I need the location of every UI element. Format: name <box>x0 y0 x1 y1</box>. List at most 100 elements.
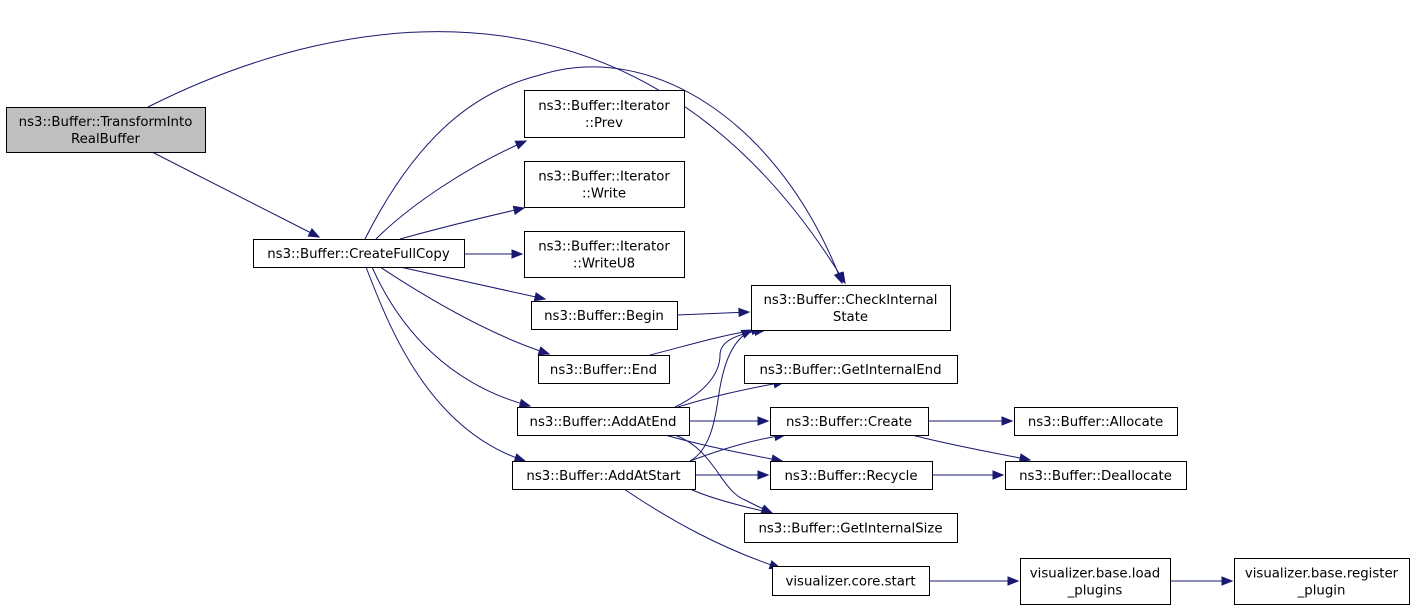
edge-create-to-deallocate <box>911 434 1032 463</box>
node-label: RealBuffer <box>71 132 141 147</box>
node-box[interactable] <box>770 461 933 490</box>
node-box[interactable] <box>772 566 930 596</box>
edge-vizstart-to-vizload <box>929 576 1020 586</box>
edge-addatstart-to-getinternalsize <box>689 488 774 516</box>
node-recycle[interactable]: ns3::Buffer::Recycle <box>770 461 933 490</box>
node-box[interactable] <box>538 355 670 384</box>
node-iterwriteu8[interactable]: ns3::Buffer::Iterator::WriteU8 <box>524 231 685 278</box>
node-create[interactable]: ns3::Buffer::Create <box>770 407 929 436</box>
node-box[interactable] <box>1234 558 1410 605</box>
edge-createfullcopy-to-begin <box>399 266 547 302</box>
node-label: ns3::Buffer::CheckInternal <box>763 293 937 308</box>
node-box[interactable] <box>744 355 958 384</box>
node-label: ::WriteU8 <box>573 257 635 272</box>
node-label: ns3::Buffer::AddAtEnd <box>530 415 677 430</box>
node-iterprev[interactable]: ns3::Buffer::Iterator::Prev <box>524 90 685 138</box>
node-begin[interactable]: ns3::Buffer::Begin <box>531 301 678 330</box>
arrowhead-icon <box>307 228 321 238</box>
edge-transform-to-createfullcopy <box>151 151 321 238</box>
node-label: ns3::Buffer::Recycle <box>784 469 917 484</box>
edge-recycle-to-deallocate <box>932 470 1005 480</box>
arrowhead-icon <box>533 292 547 302</box>
arrowhead-icon <box>1018 453 1032 463</box>
edge-createfullcopy-to-checkinternal <box>364 66 843 285</box>
node-box[interactable] <box>751 285 951 331</box>
node-vizload[interactable]: visualizer.base.load_plugins <box>1020 558 1171 605</box>
edge-line <box>664 434 783 462</box>
arrowhead-icon <box>833 271 843 285</box>
node-label: _plugins <box>1067 584 1123 599</box>
arrowhead-icon <box>513 453 527 463</box>
node-iterwrite[interactable]: ns3::Buffer::Iterator::Write <box>524 161 685 208</box>
node-label: ns3::Buffer::End <box>550 363 657 378</box>
node-box[interactable] <box>512 461 696 490</box>
node-box[interactable] <box>524 161 685 208</box>
node-box[interactable] <box>253 239 465 268</box>
edge-begin-to-checkinternal <box>676 307 751 318</box>
arrowhead-icon <box>1007 576 1020 586</box>
arrowhead-icon <box>740 329 754 339</box>
node-label: ns3::Buffer::AddAtStart <box>526 469 680 484</box>
edge-vizload-to-vizregister <box>1170 576 1234 586</box>
node-label: ns3::Buffer::Iterator <box>538 99 670 114</box>
node-box[interactable] <box>1005 461 1187 490</box>
node-box[interactable] <box>6 107 206 153</box>
edge-line <box>689 329 753 462</box>
node-label: ns3::Buffer::Iterator <box>538 170 670 185</box>
arrowhead-icon <box>1221 576 1234 586</box>
node-label: ns3::Buffer::CreateFullCopy <box>267 247 450 262</box>
edge-line <box>677 381 785 408</box>
node-label: State <box>833 310 868 325</box>
edge-line <box>371 266 531 407</box>
edge-createfullcopy-to-iterprev <box>375 140 528 240</box>
arrowhead-icon <box>511 249 524 259</box>
node-label: ns3::Buffer::TransformInto <box>19 115 193 130</box>
arrowhead-icon <box>518 398 532 408</box>
node-box[interactable] <box>770 407 929 436</box>
node-getinternalend[interactable]: ns3::Buffer::GetInternalEnd <box>744 355 958 384</box>
edge-line <box>375 140 527 240</box>
edge-line <box>623 488 781 569</box>
node-box[interactable] <box>531 301 678 330</box>
node-layer: ns3::Buffer::TransformIntoRealBufferns3:… <box>6 90 1410 605</box>
node-addatstart[interactable]: ns3::Buffer::AddAtStart <box>512 461 696 490</box>
arrowhead-icon <box>992 470 1005 480</box>
edge-create-to-allocate <box>928 416 1014 426</box>
arrowhead-icon <box>738 307 751 318</box>
edge-createfullcopy-to-addatstart <box>365 266 527 463</box>
node-box[interactable] <box>1020 558 1171 605</box>
edge-line <box>364 66 843 284</box>
edge-transform-to-checkinternal <box>147 31 846 285</box>
arrowhead-icon <box>537 346 551 356</box>
node-label: ns3::Buffer::GetInternalEnd <box>759 363 941 378</box>
edge-line <box>399 266 546 300</box>
arrowhead-icon <box>512 205 526 215</box>
node-vizregister[interactable]: visualizer.base.register_plugin <box>1234 558 1410 605</box>
node-addatend[interactable]: ns3::Buffer::AddAtEnd <box>517 407 690 436</box>
node-label: ns3::Buffer::Create <box>786 415 912 430</box>
arrowhead-icon <box>757 470 770 480</box>
node-box[interactable] <box>744 513 958 543</box>
node-box[interactable] <box>1014 407 1178 436</box>
node-deallocate[interactable]: ns3::Buffer::Deallocate <box>1005 461 1187 490</box>
edge-createfullcopy-to-addatend <box>371 266 532 408</box>
edge-createfullcopy-to-iterwrite <box>399 205 526 240</box>
arrowhead-icon <box>1001 416 1014 426</box>
node-box[interactable] <box>524 231 685 278</box>
node-box[interactable] <box>517 407 690 436</box>
node-end[interactable]: ns3::Buffer::End <box>538 355 670 384</box>
edge-createfullcopy-to-end <box>379 266 551 356</box>
edge-addatend-to-create <box>689 416 770 426</box>
edge-addatstart-to-checkinternal <box>689 329 754 462</box>
node-allocate[interactable]: ns3::Buffer::Allocate <box>1014 407 1178 436</box>
node-box[interactable] <box>524 90 685 138</box>
edge-layer <box>147 31 1234 586</box>
node-getinternalsize[interactable]: ns3::Buffer::GetInternalSize <box>744 513 958 543</box>
node-label: ::Write <box>582 187 626 202</box>
node-createfullcopy[interactable]: ns3::Buffer::CreateFullCopy <box>253 239 465 268</box>
node-vizstart[interactable]: visualizer.core.start <box>772 566 930 596</box>
node-label: visualizer.core.start <box>785 575 915 590</box>
